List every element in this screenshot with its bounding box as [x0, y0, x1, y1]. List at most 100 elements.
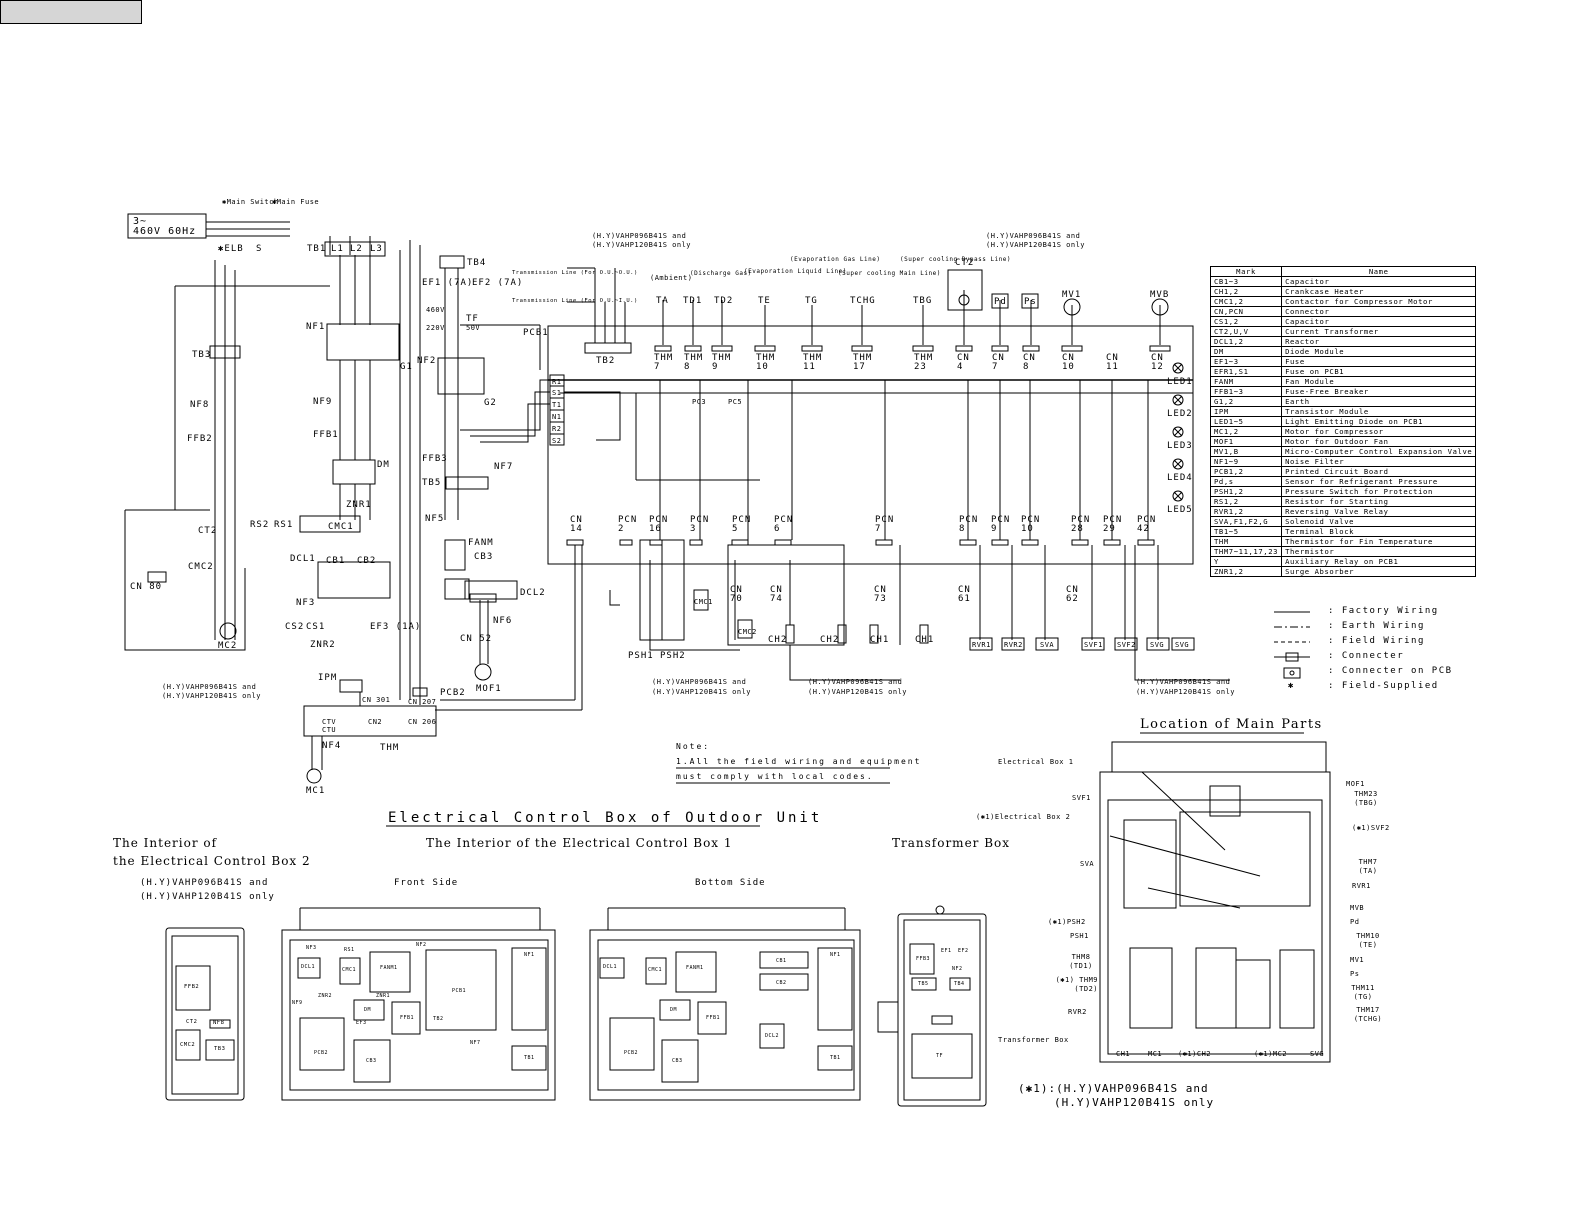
heater-wires — [609, 544, 929, 681]
loc-thm23: THM23 (TBG) — [1354, 790, 1378, 807]
led2-label: LED2 — [1167, 409, 1193, 419]
cn2-label: CN2 — [368, 718, 383, 726]
l2-label: L2 — [350, 244, 363, 254]
ffb1-label: FFB1 — [313, 430, 339, 440]
legend-mark: LED1~5 — [1209, 416, 1283, 427]
model-note-top-right-2: (H.Y)VAHP120B41S only — [986, 241, 1086, 249]
pcn-8: PCN 8 — [959, 515, 979, 534]
legend-name: Pressure Switch for Protection — [1281, 486, 1477, 497]
legend-name: Capacitor — [1281, 316, 1477, 327]
loc-thm9: (✱1) THM9 (TD2) — [1055, 976, 1098, 993]
front-znr1: ZNR1 — [376, 993, 391, 999]
cn-10: CN 10 — [1062, 353, 1075, 372]
pcn-42: PCN 42 — [1137, 515, 1157, 534]
relay-wires — [635, 380, 1149, 540]
bottom-fanm1: FANM1 — [686, 965, 704, 971]
legend-name: Contactor for Compressor Motor — [1281, 296, 1477, 307]
nf1-label: NF1 — [306, 322, 326, 332]
cn-11: CN 11 — [1106, 353, 1119, 372]
cmc2-relay-label: CMC2 — [738, 628, 757, 636]
pcn-29: PCN 29 — [1103, 515, 1123, 534]
tf-50v-label: 50V — [466, 324, 481, 332]
transmission-wires — [567, 267, 632, 354]
nf5-label: NF5 — [425, 514, 445, 524]
legend-mark: CMC1,2 — [1209, 296, 1283, 307]
model-note-sv-2: (H.Y)VAHP120B41S only — [1136, 688, 1236, 696]
ch2-label-1: CH2 — [768, 635, 788, 645]
tbox-tb5: TB5 — [918, 981, 929, 987]
legend-name: Terminal Block — [1281, 526, 1477, 537]
loc-mv1: MV1 — [1350, 956, 1365, 964]
sva-label: SVA — [1040, 641, 1055, 649]
legend-mark: MC1,2 — [1209, 426, 1283, 437]
legend-name: Fuse-Free Breaker — [1281, 386, 1477, 397]
psh1-label: PSH1 — [628, 651, 654, 661]
mof1-label: MOF1 — [476, 684, 502, 694]
main-switch-label: ✱Main Switch — [222, 198, 279, 206]
front-dm: DM — [364, 1007, 372, 1013]
legend-mark: ZNR1,2 — [1209, 566, 1283, 577]
interior2-heading-1: The Interior of — [113, 836, 218, 850]
legend-name: Diode Module — [1281, 346, 1477, 357]
legend-name: Connector — [1281, 306, 1477, 317]
legend-name: Solenoid Valve — [1281, 516, 1477, 527]
loc-ch2: (✱1)CH2 — [1178, 1050, 1212, 1058]
ch2-label-2: CH2 — [820, 635, 840, 645]
front-fanm1: FANM1 — [380, 965, 398, 971]
tbox-tf: TF — [936, 1053, 944, 1059]
legend-name: Crankcase Heater — [1281, 286, 1477, 297]
note-heading: Note: — [676, 742, 711, 751]
nf2-label: NF2 — [417, 356, 437, 366]
cn-4: CN 4 — [957, 353, 970, 372]
cn-7: CN 7 — [992, 353, 1005, 372]
front-nf7: NF7 — [470, 1040, 481, 1046]
bottom-pcb2: PCB2 — [624, 1050, 639, 1056]
ch1-label-2: CH1 — [915, 635, 935, 645]
pc3-label: PC3 — [692, 398, 707, 406]
sensor-note-evap-liquid: (Evaporation Liquid Line) — [744, 268, 847, 275]
znr1-label: ZNR1 — [346, 500, 372, 510]
legend-mark: THM7~11,17,23 — [1209, 546, 1283, 557]
bottom-dcl2: DCL2 — [765, 1033, 780, 1039]
legend-mark: NF1~9 — [1209, 456, 1283, 467]
loc-thm7: THM7 (TA) — [1358, 858, 1378, 875]
bracket-note-1: (H.Y)VAHP096B41S and — [140, 878, 269, 888]
front-pcb2: PCB2 — [314, 1050, 329, 1056]
tf-220v-label: 220V — [426, 324, 445, 332]
legend-name: Light Emitting Diode on PCB1 — [1281, 416, 1477, 427]
front-tb1: TB1 — [524, 1055, 535, 1061]
ct2-label: CT2 — [198, 526, 218, 536]
loc-sva: SVA — [1080, 860, 1095, 868]
box2-nf8: NF8 — [213, 1020, 225, 1026]
legend-mark: PSH1,2 — [1209, 486, 1283, 497]
main-fuse-label: ✱Main Fuse — [272, 198, 320, 206]
legend-name: Resistor for Starting — [1281, 496, 1477, 507]
model-note-left-1: (H.Y)VAHP096B41S and — [162, 683, 257, 691]
fanm-label: FANM — [468, 538, 494, 548]
bottom-ffb1: FFB1 — [706, 1015, 721, 1021]
bottom-connectors — [566, 539, 1155, 546]
mc2-label: MC2 — [218, 641, 238, 651]
nf7-label: NF7 — [494, 462, 514, 472]
cn52-label: CN 52 — [460, 634, 493, 644]
loc-electrical-box-2: (✱1)Electrical Box 2 — [976, 813, 1071, 821]
sensor-ta: TA — [656, 296, 669, 306]
pcn-16: PCN 16 — [649, 515, 669, 534]
front-rs1: RS1 — [344, 947, 355, 953]
supply-voltage: 460V 60Hz — [133, 226, 197, 237]
sensor-note-sc-main: (Super cooling Main Line) — [838, 270, 941, 277]
cn-73: CN 73 — [874, 585, 887, 604]
cn-74: CN 74 — [770, 585, 783, 604]
